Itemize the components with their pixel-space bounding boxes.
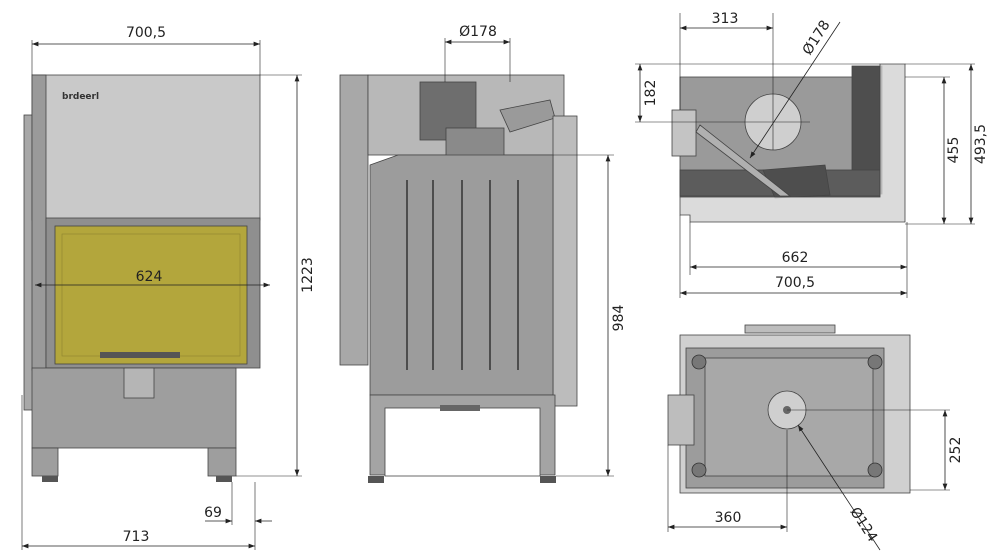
top-view: 313 Ø178 182 455 493,5 662 700,5 (635, 11, 989, 298)
dim-front-width-bottom: 713 (123, 529, 150, 545)
dim-front-width-top: 700,5 (126, 25, 166, 41)
dim-top-flue-depth: 182 (643, 80, 659, 107)
dim-top-width-inner: 662 (782, 250, 809, 266)
bottom-view: 252 360 Ø124 (667, 324, 964, 551)
dim-top-depth-inner: 455 (946, 137, 962, 164)
dim-bottom-inlet-diameter: Ø124 (846, 505, 880, 545)
side-view: Ø178 984 (339, 24, 627, 483)
dim-top-flue-diameter: Ø178 (800, 18, 834, 58)
front-view: brdeerl 700,5 624 1223 69 713 (21, 25, 316, 550)
dim-top-flue-offset: 313 (712, 11, 739, 27)
dim-leg-offset: 69 (204, 505, 222, 521)
dim-side-height: 984 (611, 305, 627, 332)
dim-top-width-outer: 700,5 (775, 275, 815, 291)
dim-bottom-inlet-y: 252 (948, 437, 964, 464)
dim-front-height: 1223 (300, 257, 316, 293)
glass-door (54, 225, 248, 365)
dim-top-depth-outer: 493,5 (973, 124, 989, 164)
brand-logo: brdeerl (62, 92, 99, 102)
dim-bottom-inlet-x: 360 (715, 510, 742, 526)
dim-glass-width: 624 (136, 269, 163, 285)
dim-side-flue-diameter: Ø178 (459, 24, 497, 40)
